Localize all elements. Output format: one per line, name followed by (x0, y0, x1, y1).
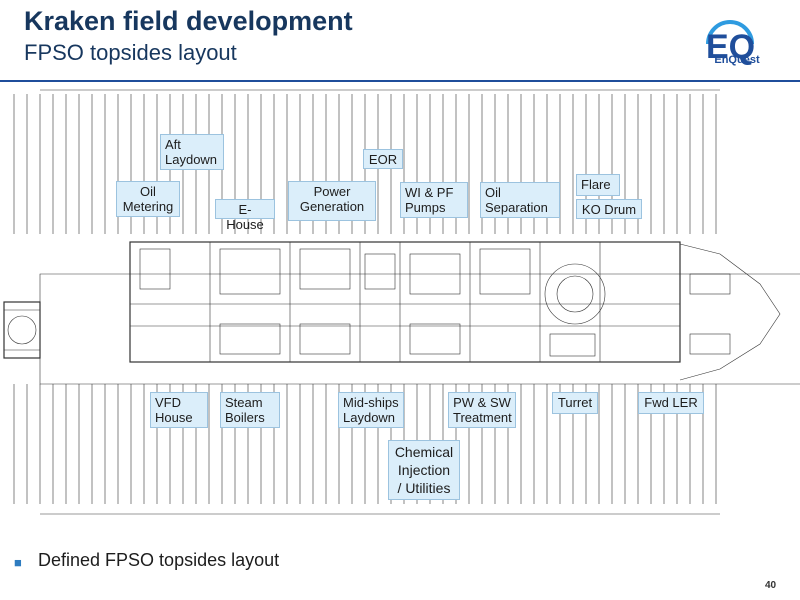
label-oil-metering: Oil Metering (116, 181, 180, 217)
label-turret: Turret (552, 392, 598, 414)
fpso-layout-drawing (3, 89, 800, 515)
label-ko-drum: KO Drum (576, 199, 642, 219)
bullet-icon: ■ (14, 555, 22, 570)
logo-text: EnQuest (714, 54, 760, 66)
slide-subtitle: FPSO topsides layout (24, 40, 237, 65)
label-fwd-ler: Fwd LER (638, 392, 704, 414)
page-number: 40 (765, 580, 777, 591)
slide-title: Kraken field development (24, 6, 353, 36)
label-chemical-injection-utilities: Chemical Injection / Utilities (388, 440, 460, 500)
logo-letters: EQ (706, 28, 755, 66)
label-flare: Flare (576, 174, 620, 196)
label-oil-separation: Oil Separation (480, 182, 560, 218)
label-midships-laydown: Mid-ships Laydown (338, 392, 404, 428)
label-power-generation: Power Generation (288, 181, 376, 221)
label-vfd-house: VFD House (150, 392, 208, 428)
label-steam-boilers: Steam Boilers (220, 392, 280, 428)
label-eor: EOR (363, 149, 403, 169)
enquest-logo: EQ (706, 20, 755, 66)
label-e-house: E-House (215, 199, 275, 232)
header-rule (0, 80, 800, 82)
label-pw-sw-treatment: PW & SW Treatment (448, 392, 516, 428)
bullet-text: Defined FPSO topsides layout (38, 550, 280, 570)
label-wi-pf-pumps: WI & PF Pumps (400, 182, 468, 218)
label-aft-laydown: Aft Laydown (160, 134, 224, 170)
